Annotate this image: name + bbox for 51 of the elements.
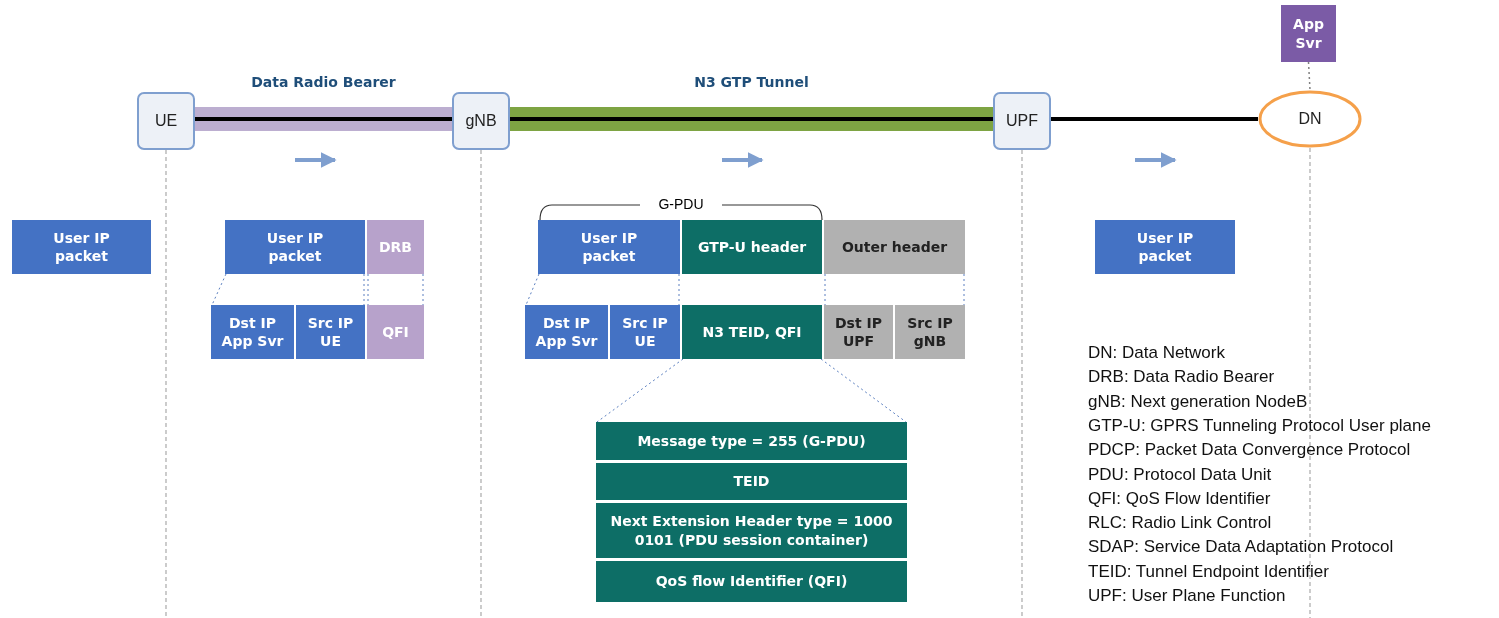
network-node-box: gNB	[452, 92, 510, 150]
header-field: QoS flow Identifier (QFI)	[596, 561, 907, 602]
abbreviation-text: QFI: QoS Flow Identifier	[1088, 488, 1271, 509]
abbreviation-text: SDAP: Service Data Adaptation Protocol	[1088, 537, 1394, 558]
packet-field: Src IP UE	[610, 305, 680, 359]
server-box: App Svr	[1281, 5, 1336, 62]
network-node-box: UE	[137, 92, 195, 150]
header-field: Message type = 255 (G-PDU)	[596, 422, 907, 460]
expansion-line	[422, 273, 424, 306]
network-node-box: UPF	[993, 92, 1051, 150]
expansion-line	[824, 273, 826, 306]
abbreviation-text: TEID: Tunnel Endpoint Identifier	[1088, 561, 1329, 582]
edge-label: N3 GTP Tunnel	[692, 74, 811, 90]
link-line	[510, 117, 993, 121]
expansion-line	[596, 358, 684, 423]
expansion-line	[820, 358, 907, 423]
abbreviation-text: PDU: Protocol Data Unit	[1088, 464, 1272, 485]
packet-field: Dst IP App Svr	[211, 305, 294, 359]
header-field: N3 TEID, QFI	[682, 305, 822, 359]
packet-field: QFI	[367, 305, 424, 359]
abbreviation-text: PDCP: Packet Data Convergence Protocol	[1088, 440, 1411, 461]
packet-field: User IP packet	[1095, 220, 1235, 274]
network-ellipse: DN	[1258, 90, 1362, 148]
expansion-line	[678, 273, 680, 306]
header-field: GTP-U header	[682, 220, 822, 274]
packet-field: Outer header	[824, 220, 965, 274]
packet-field: Src IP gNB	[895, 305, 965, 359]
abbreviation-text: GTP-U: GPRS Tunneling Protocol User plane	[1088, 415, 1431, 436]
packet-field: User IP packet	[225, 220, 365, 274]
expansion-line	[363, 273, 365, 306]
packet-field: Dst IP UPF	[824, 305, 893, 359]
header-field: TEID	[596, 463, 907, 500]
link-line	[1051, 117, 1258, 121]
expansion-line	[367, 273, 369, 306]
edge-label: Data Radio Bearer	[249, 74, 398, 90]
abbreviation-text: DN: Data Network	[1088, 343, 1225, 363]
dotted-connector	[1307, 61, 1311, 91]
header-field: Next Extension Header type = 1000 0101 (PDU session container)	[596, 503, 907, 558]
abbreviation-text: gNB: Next generation NodeB	[1088, 391, 1308, 412]
abbreviation-text: DRB: Data Radio Bearer	[1088, 367, 1275, 388]
abbreviation-text: RLC: Radio Link Control	[1088, 513, 1272, 534]
expansion-line	[963, 273, 965, 306]
packet-field: Src IP UE	[296, 305, 365, 359]
expansion-line	[211, 273, 227, 306]
packet-field: User IP packet	[538, 220, 680, 274]
packet-field: DRB	[367, 220, 424, 274]
packet-field: User IP packet	[12, 220, 151, 274]
expansion-line	[525, 273, 540, 306]
packet-field: Dst IP App Svr	[525, 305, 608, 359]
abbreviation-text: UPF: User Plane Function	[1088, 586, 1286, 606]
link-line	[195, 117, 452, 121]
